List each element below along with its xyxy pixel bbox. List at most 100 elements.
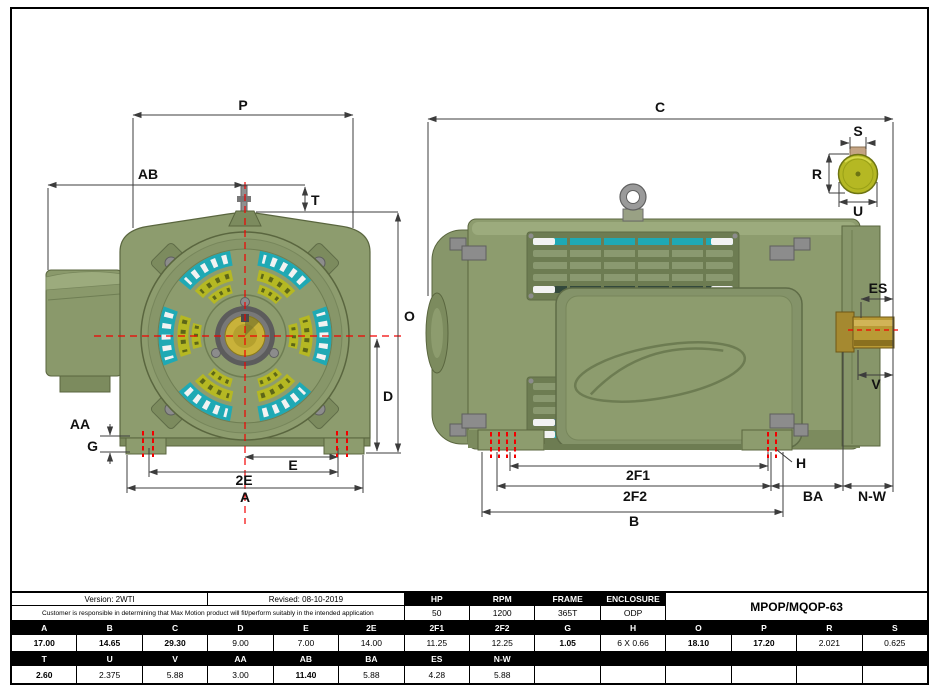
- dim-value-cell: 11.40: [273, 666, 339, 683]
- side-foot-left: [477, 429, 545, 451]
- frame-header: FRAME: [535, 593, 600, 605]
- dim-label-t: T: [311, 192, 320, 208]
- disclaimer-cell: Customer is responsible in determining t…: [12, 606, 404, 620]
- rpm-header: RPM: [470, 593, 535, 605]
- dim-value-empty: [731, 666, 797, 683]
- dim-label-h: H: [796, 455, 806, 471]
- dim-value-cell: 17.00: [12, 635, 77, 651]
- model-cell: MPOP/MQOP-63: [666, 593, 927, 620]
- side-base-strip: [544, 444, 742, 450]
- spec-table: Version: 2WTI Revised: 08-10-2019 HP RPM…: [10, 591, 929, 685]
- dim-header-cell: G: [535, 621, 600, 634]
- dim-label-ab: AB: [138, 166, 158, 182]
- dim-label-a: A: [240, 489, 250, 505]
- dim-label-p: P: [238, 97, 247, 113]
- dim-header-cell: S: [862, 621, 927, 634]
- front-foot-left: [125, 437, 167, 455]
- dim-label-es: ES: [869, 280, 888, 296]
- dim-value-cell: 29.30: [142, 635, 208, 651]
- dim-label-v: V: [871, 376, 881, 392]
- brand-swoosh-logo: [573, 341, 747, 403]
- dim-value-cell: 7.00: [273, 635, 339, 651]
- dim-header-cell: ES: [404, 652, 469, 665]
- dim-header-cell: H: [600, 621, 666, 634]
- dim-value-cell: 17.20: [731, 635, 797, 651]
- dim-value-empty: [600, 666, 666, 683]
- dim-label-2f1: 2F1: [626, 467, 650, 483]
- dim-label-aa: AA: [70, 416, 90, 432]
- dim-value-cell: 18.10: [666, 635, 731, 651]
- conduit-box: [45, 269, 123, 393]
- revised-cell: Revised: 08-10-2019: [208, 593, 404, 605]
- nameplate-face: [565, 295, 793, 441]
- dim-label-ba: BA: [803, 488, 823, 504]
- bolt-hole-centerline-marks: [142, 431, 777, 458]
- dim-value-empty: [535, 666, 600, 683]
- dim-label-2e: 2E: [235, 472, 252, 488]
- dim-label-r: R: [812, 166, 822, 182]
- dim-header-cell: P: [731, 621, 797, 634]
- dim-header-cell: B: [77, 621, 142, 634]
- dim-header-cell: 2E: [339, 621, 404, 634]
- dim-header-cell: R: [797, 621, 862, 634]
- mounting-lugs: [449, 237, 811, 437]
- frame-value: 365T: [535, 606, 600, 620]
- dim-value-cell: 12.25: [470, 635, 535, 651]
- dim-label-d: D: [383, 388, 393, 404]
- dim-label-g: G: [87, 438, 98, 454]
- front-foot-right: [323, 437, 365, 455]
- dim-value-cell: 14.00: [339, 635, 404, 651]
- shaft-end-detail: [837, 146, 879, 195]
- dim-value-empty: [797, 666, 862, 683]
- dim-value-empty: [862, 666, 927, 683]
- lifting-eye-bolt: [619, 183, 647, 222]
- rear-bearing-boss-inner: [431, 308, 443, 358]
- dim-label-c: C: [655, 99, 665, 115]
- dim-header-cell: C: [142, 621, 208, 634]
- dim-header-cell: D: [208, 621, 273, 634]
- enclosure-header: ENCLOSURE: [600, 593, 666, 605]
- dim-header-cell: BA: [339, 652, 404, 665]
- dimension-labels: P AB T O D E 2E A AA G C S R U ES V H 2F…: [70, 97, 887, 529]
- dim-label-b: B: [629, 513, 639, 529]
- dim-header-filler: [535, 652, 927, 665]
- output-shaft: [835, 311, 898, 353]
- dim-value-cell: 2.021: [797, 635, 862, 651]
- dim-value-cell: 2.60: [12, 666, 77, 683]
- dim-label-u: U: [853, 203, 863, 219]
- dim-header-cell: O: [666, 621, 731, 634]
- motor-side-view: [425, 183, 898, 451]
- hp-header: HP: [404, 593, 469, 605]
- dim-value-cell: 14.65: [77, 635, 142, 651]
- dim-value-cell: 6 X 0.66: [600, 635, 666, 651]
- dim-label-nw: N-W: [858, 488, 887, 504]
- version-cell: Version: 2WTI: [12, 593, 208, 605]
- dim-header-cell: U: [77, 652, 142, 665]
- dim-header-cell: T: [12, 652, 77, 665]
- enclosure-value: ODP: [600, 606, 666, 620]
- dim-value-cell: 0.625: [862, 635, 927, 651]
- grease-fitting-cap: [237, 196, 251, 202]
- dimension-lines: [47, 111, 894, 517]
- dim-label-e: E: [288, 457, 297, 473]
- motor-front-view: [45, 182, 401, 524]
- dim-header-cell: 2F2: [470, 621, 535, 634]
- dim-header-cell: AB: [273, 652, 339, 665]
- hub-bolts: [211, 297, 279, 358]
- dim-header-cell: N-W: [470, 652, 535, 665]
- dim-value-cell: 5.88: [339, 666, 404, 683]
- dim-value-cell: 5.88: [142, 666, 208, 683]
- dim-value-cell: 3.00: [208, 666, 273, 683]
- dim-header-cell: 2F1: [404, 621, 469, 634]
- dim-value-cell: 5.88: [470, 666, 535, 683]
- dim-header-cell: A: [12, 621, 77, 634]
- dim-label-s: S: [853, 123, 862, 139]
- rpm-value: 1200: [470, 606, 535, 620]
- dim-header-cell: E: [273, 621, 339, 634]
- dim-header-cell: V: [142, 652, 208, 665]
- dim-value-cell: 2.375: [77, 666, 142, 683]
- dim-value-cell: 1.05: [535, 635, 600, 651]
- dim-value-cell: 9.00: [208, 635, 273, 651]
